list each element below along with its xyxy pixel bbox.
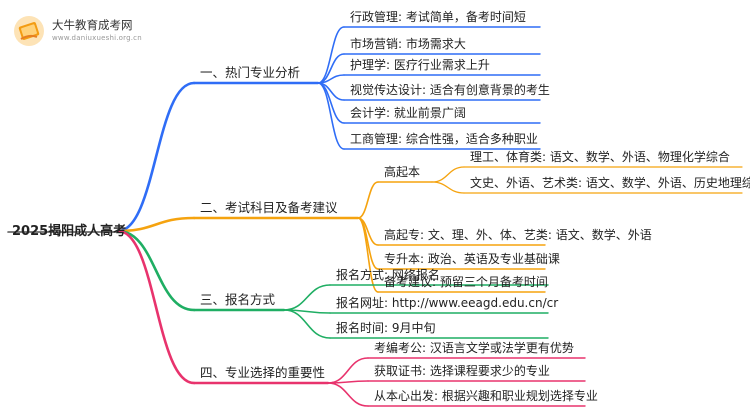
book-logo-icon [14, 16, 44, 46]
connector-line [283, 284, 331, 311]
connector-line [116, 81, 196, 233]
root-node: 2025揭阳成人高考 [12, 224, 127, 239]
branch-1-item: 市场营销: 市场需求大 [350, 37, 466, 51]
sub-item: 文史、外语、艺术类: 语文、数学、外语、历史地理综合 [470, 176, 750, 190]
connector-line [431, 166, 465, 183]
connector-line [431, 181, 465, 194]
branch-4-item: 考编考公: 汉语言文学或法学更有优势 [374, 341, 574, 355]
branch-4-item: 获取证书: 选择课程要求少的专业 [374, 364, 550, 378]
branch-2-item: 备考建议: 预留三个月备考时间 [384, 275, 548, 289]
connector-line [357, 181, 379, 219]
branch-2-item: 专升本: 政治、英语及专业基础课 [384, 252, 560, 266]
branch-label-2: 二、考试科目及备考建议 [200, 200, 338, 215]
connector-line [327, 357, 369, 384]
branch-2-item: 高起本 [384, 165, 421, 179]
connector-line [116, 216, 196, 233]
logo: 大牛教育成考网 www.daniuxueshi.org.cn [12, 14, 182, 50]
connector-line [283, 309, 331, 339]
branch-1-item: 会计学: 就业前景广阔 [350, 106, 466, 120]
logo-subtitle: www.daniuxueshi.org.cn [52, 34, 142, 42]
connector-line [116, 229, 196, 385]
branch-2-item: 高起专: 文、理、外、体、艺类: 语文、数学、外语 [384, 228, 652, 242]
connector-line [327, 382, 369, 407]
connector-line [357, 217, 379, 293]
branch-label-3: 三、报名方式 [200, 292, 276, 307]
logo-title: 大牛教育成考网 [52, 18, 133, 32]
connector-line [317, 82, 345, 150]
branch-label-1: 一、热门专业分析 [200, 65, 301, 80]
branch-3-item: 报名方式: 网络报名 [336, 268, 440, 282]
branch-1-item: 视觉传达设计: 适合有创意背景的考生 [350, 83, 550, 97]
branch-1-item: 护理学: 医疗行业需求上升 [350, 58, 490, 72]
branch-4-item: 从本心出发: 根据兴趣和职业规划选择专业 [374, 389, 598, 403]
branch-1-item: 工商管理: 综合性强，适合多种职业 [350, 132, 538, 146]
branch-label-4: 四、专业选择的重要性 [200, 365, 326, 380]
branch-3-item: 报名时间: 9月中旬 [336, 321, 436, 335]
sub-item: 理工、体育类: 语文、数学、外语、物理化学综合 [470, 150, 730, 164]
branch-1-item: 行政管理: 考试简单，备考时间短 [350, 10, 526, 24]
connector-line [116, 229, 196, 312]
branch-3-item: 报名网址: http://www.eeagd.edu.cn/cr [336, 296, 559, 310]
